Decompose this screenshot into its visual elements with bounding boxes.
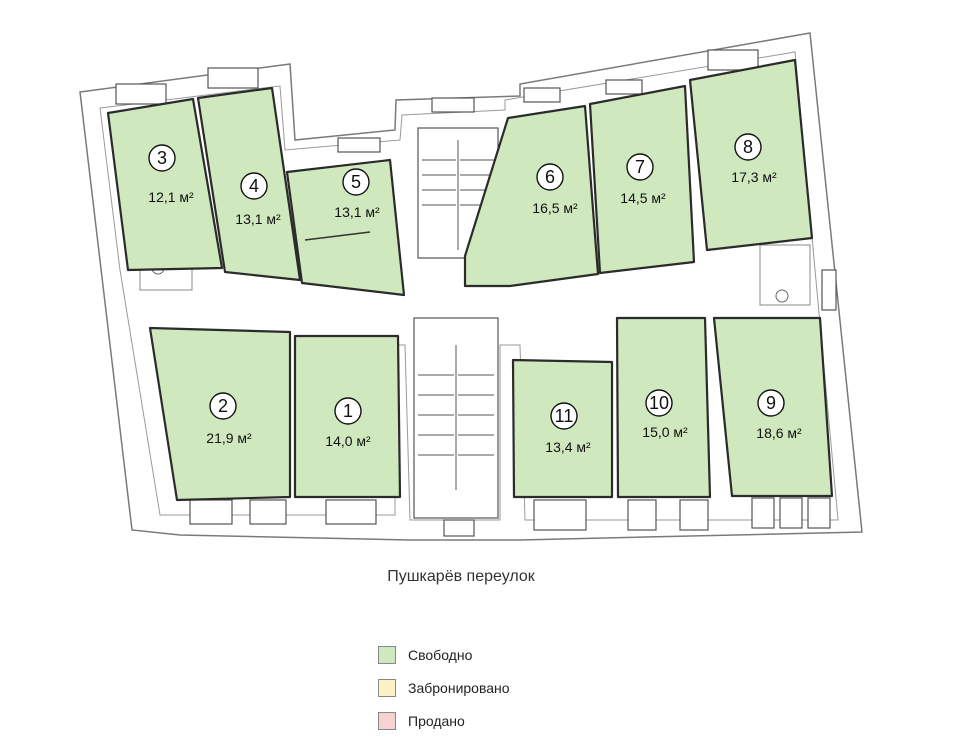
legend-swatch-sold <box>378 711 396 730</box>
legend-label-sold: Продано <box>408 712 465 729</box>
room-2-number: 2 <box>218 396 228 416</box>
room-4-area: 13,1 м² <box>235 211 281 227</box>
room-3-area: 12,1 м² <box>148 189 194 205</box>
windows-top <box>115 49 759 153</box>
wc-right <box>759 244 811 306</box>
room-5-partition <box>304 231 371 241</box>
room-6-number: 6 <box>545 167 555 187</box>
room-5[interactable] <box>285 158 406 297</box>
room-7-area: 14,5 м² <box>620 190 666 206</box>
room-6[interactable] <box>463 104 600 288</box>
window-right <box>821 269 837 311</box>
room-4-number: 4 <box>249 176 259 196</box>
street-name: Пушкарёв переулок <box>387 568 535 585</box>
legend-swatch-free <box>378 645 396 664</box>
room-6-area: 16,5 м² <box>532 200 578 216</box>
legend-item-free: Свободно <box>378 644 510 665</box>
room-10-area: 15,0 м² <box>642 424 688 440</box>
room-3[interactable] <box>106 97 224 272</box>
legend-item-sold: Продано <box>378 710 510 731</box>
legend-label-reserved: Забронировано <box>408 679 510 696</box>
windows-bottom <box>189 497 831 537</box>
legend-swatch-reserved <box>378 678 396 697</box>
room-3-number: 3 <box>157 148 167 168</box>
legend-label-free: Свободно <box>408 646 473 663</box>
legend-item-reserved: Забронировано <box>378 677 510 698</box>
room-1-number: 1 <box>343 401 353 421</box>
room-labels: 3 4 5 6 7 8 2 1 11 10 9 12,1 м² 13,1 м² … <box>148 133 802 455</box>
room-2-area: 21,9 м² <box>206 430 252 446</box>
legend: Свободно Забронировано Продано <box>378 644 510 743</box>
room-1-area: 14,0 м² <box>325 433 371 449</box>
room-11-number: 11 <box>555 406 574 426</box>
room-9-area: 18,6 м² <box>756 425 802 441</box>
stairwell-lower <box>413 317 499 519</box>
room-5-area: 13,1 м² <box>334 204 380 220</box>
room-8-number: 8 <box>743 137 753 157</box>
room-10-number: 10 <box>649 393 669 413</box>
room-5-number: 5 <box>351 172 361 192</box>
room-9-number: 9 <box>766 393 776 413</box>
room-11-area: 13,4 м² <box>545 439 591 455</box>
room-7-number: 7 <box>635 157 645 177</box>
room-8-area: 17,3 м² <box>731 169 777 185</box>
